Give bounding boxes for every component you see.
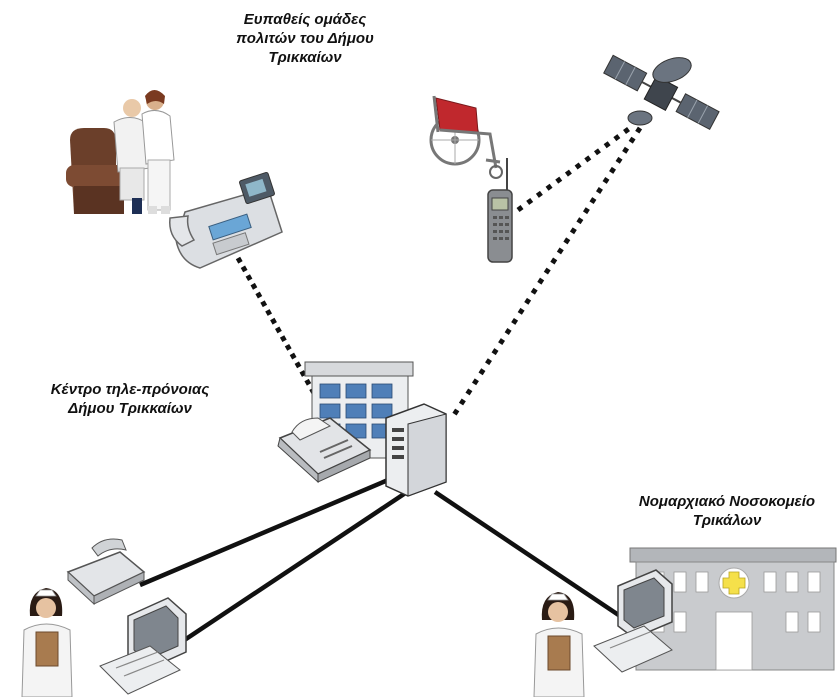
hospital-icon — [629, 547, 837, 671]
satellite-icon — [603, 54, 720, 131]
label-hospital: Νομαρχιακό Νοσοκομείο Τρικάλων — [638, 493, 816, 529]
label-telecare-center: Κέντρο τηλε-πρόνοιας Δήμου Τρικκαίων — [50, 381, 210, 417]
telephone-icon — [66, 538, 146, 606]
hospital-nurse-icon — [533, 592, 585, 697]
mobile-phone-icon — [487, 158, 513, 263]
patient-caregiver-icon — [66, 90, 175, 214]
nurse-icon — [21, 588, 73, 697]
link-satellite-to-center — [449, 126, 643, 420]
server-tower-icon — [385, 403, 447, 497]
hospital-computer-icon — [593, 569, 673, 673]
link-center-to-left-computer — [178, 488, 412, 645]
link-phone-to-center — [235, 256, 318, 397]
label-vulnerable-groups: Ευπαθείς ομάδες πολιτών του Δήμου Τρικκα… — [236, 11, 374, 66]
fax-icon — [277, 417, 372, 484]
desk-phone-icon — [169, 171, 283, 269]
link-center-to-hospital — [433, 490, 640, 630]
connections — [139, 125, 643, 645]
computer-icon — [99, 597, 187, 695]
wheelchair-icon — [429, 95, 503, 179]
link-center-to-left-phone — [139, 477, 389, 588]
